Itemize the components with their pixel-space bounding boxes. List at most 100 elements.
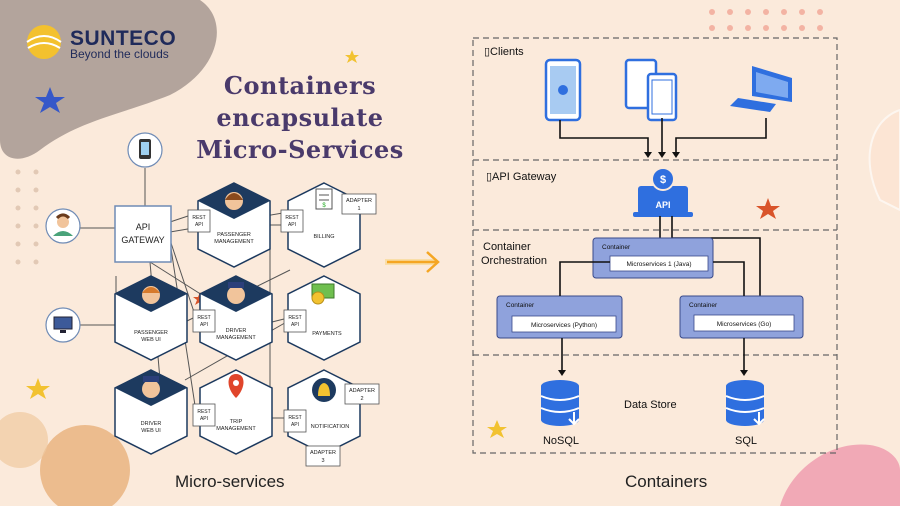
api-gateway-label: ▯API Gateway	[486, 171, 557, 183]
tablet-client-icon	[624, 58, 678, 122]
svg-text:REST: REST	[197, 409, 210, 415]
api-gateway-line1: API	[136, 222, 151, 232]
rest-api-tag-3: REST API	[192, 309, 216, 333]
svg-text:DRIVER: DRIVER	[141, 421, 162, 427]
svg-text:$: $	[660, 174, 666, 186]
svg-text:MANAGEMENT: MANAGEMENT	[214, 239, 254, 245]
orchestration-label-line1: Container	[483, 241, 531, 253]
micro-services-caption: Micro-services	[175, 472, 285, 491]
service-passenger-web-ui: PASSENGER WEB UI	[114, 275, 188, 361]
star-orange-icon	[756, 198, 780, 219]
dot-grid-right	[709, 9, 823, 31]
star-yellow-bottom-icon	[487, 420, 507, 438]
nosql-database-icon	[540, 380, 580, 426]
client-arrowheads	[644, 152, 680, 158]
transition-arrow-icon	[385, 251, 440, 273]
container-go: Container Microservices (Go)	[679, 295, 804, 339]
svg-text:API: API	[200, 416, 208, 422]
svg-text:ADAPTER: ADAPTER	[310, 450, 336, 456]
svg-text:TRIP: TRIP	[230, 419, 243, 425]
adapter-2: ADAPTER 2	[344, 383, 380, 405]
api-gateway-line2: GATEWAY	[121, 235, 164, 245]
page-title-line2: Micro-Services	[196, 135, 404, 164]
svg-text:API: API	[288, 222, 296, 228]
adapter-3: ADAPTER 3	[305, 445, 341, 467]
brand-name: SUNTECO	[70, 27, 177, 50]
laptop-client-icon	[730, 66, 792, 112]
rest-api-tag-4: REST API	[283, 309, 307, 333]
svg-text:WEB UI: WEB UI	[141, 428, 161, 434]
page-title-line1: Containers encapsulate	[216, 71, 384, 132]
svg-text:API: API	[195, 222, 203, 228]
svg-text:REST: REST	[285, 215, 298, 221]
data-store-label: Data Store	[624, 399, 677, 411]
client-arrows	[559, 118, 767, 154]
svg-text:1: 1	[357, 206, 360, 212]
service-passenger-management: PASSENGER MANAGEMENT	[197, 182, 271, 268]
phone-client-icon	[544, 58, 582, 122]
containers-outer-frame	[472, 37, 838, 454]
svg-text:NOTIFICATION: NOTIFICATION	[311, 424, 349, 430]
bottom-left-blob-2	[0, 412, 48, 468]
svg-text:API: API	[200, 322, 208, 328]
svg-text:REST: REST	[288, 315, 301, 321]
rest-api-tag-6: REST API	[283, 409, 307, 433]
dot-grid-left	[15, 169, 39, 265]
service-trip-management: TRIP MANAGEMENT	[199, 369, 273, 455]
page-title: Containers encapsulate Micro-Services	[140, 70, 460, 166]
svg-text:API: API	[655, 200, 670, 210]
sunteco-logo-icon	[26, 25, 62, 59]
service-driver-web-ui: DRIVER WEB UI	[114, 369, 188, 455]
star-blue-icon	[35, 87, 65, 113]
orchestration-connectors	[559, 261, 745, 372]
container-java: Container Microservices 1 (Java)	[592, 237, 714, 279]
containers-caption: Containers	[625, 472, 708, 491]
svg-text:WEB UI: WEB UI	[141, 337, 161, 343]
svg-text:PASSENGER: PASSENGER	[134, 330, 168, 336]
bottom-left-blob	[40, 425, 130, 506]
rest-api-tag-1: REST API	[187, 209, 211, 233]
clients-label: ▯Clients	[484, 46, 524, 58]
adapter-1: ADAPTER 1	[341, 193, 377, 215]
rest-api-tag-2: REST API	[280, 209, 304, 233]
container-python: Container Microservices (Python)	[496, 295, 623, 339]
sql-database-icon	[725, 380, 765, 426]
svg-text:$: $	[322, 203, 326, 209]
svg-text:Container: Container	[506, 302, 535, 309]
bottom-right-blob	[780, 444, 900, 506]
svg-text:ADAPTER: ADAPTER	[349, 388, 375, 394]
star-yellow-icon	[345, 50, 359, 63]
svg-text:API: API	[291, 422, 299, 428]
nosql-label: NoSQL	[543, 435, 579, 447]
service-payments: PAYMENTS	[287, 275, 361, 361]
orchestration-label-line2: Orchestration	[481, 255, 547, 267]
svg-text:BILLING: BILLING	[313, 234, 334, 240]
svg-text:ADAPTER: ADAPTER	[346, 198, 372, 204]
sql-label: SQL	[735, 435, 757, 447]
svg-text:3: 3	[321, 458, 324, 464]
svg-text:REST: REST	[192, 215, 205, 221]
svg-text:MANAGEMENT: MANAGEMENT	[216, 426, 256, 432]
svg-text:Microservices (Python): Microservices (Python)	[531, 322, 597, 329]
svg-text:2: 2	[360, 396, 363, 402]
service-driver-management: DRIVER MANAGEMENT	[199, 275, 273, 361]
svg-text:PAYMENTS: PAYMENTS	[312, 331, 342, 337]
svg-text:PASSENGER: PASSENGER	[217, 232, 251, 238]
svg-text:Container: Container	[689, 302, 718, 309]
star-yellow-left-icon	[26, 378, 50, 399]
right-edge-blob	[868, 108, 900, 212]
svg-text:Container: Container	[602, 244, 631, 251]
svg-text:DRIVER: DRIVER	[226, 328, 247, 334]
svg-text:Microservices 1 (Java): Microservices 1 (Java)	[626, 261, 691, 268]
svg-text:REST: REST	[197, 315, 210, 321]
svg-text:MANAGEMENT: MANAGEMENT	[216, 335, 256, 341]
datastore-arrowheads	[558, 370, 748, 376]
svg-text:API: API	[291, 322, 299, 328]
rest-api-tag-5: REST API	[192, 403, 216, 427]
brand-tagline: Beyond the clouds	[70, 47, 169, 61]
api-gateway-box	[114, 205, 172, 263]
svg-text:REST: REST	[288, 415, 301, 421]
svg-text:Microservices (Go): Microservices (Go)	[717, 321, 772, 328]
api-gateway-icon: $ API	[633, 167, 693, 217]
